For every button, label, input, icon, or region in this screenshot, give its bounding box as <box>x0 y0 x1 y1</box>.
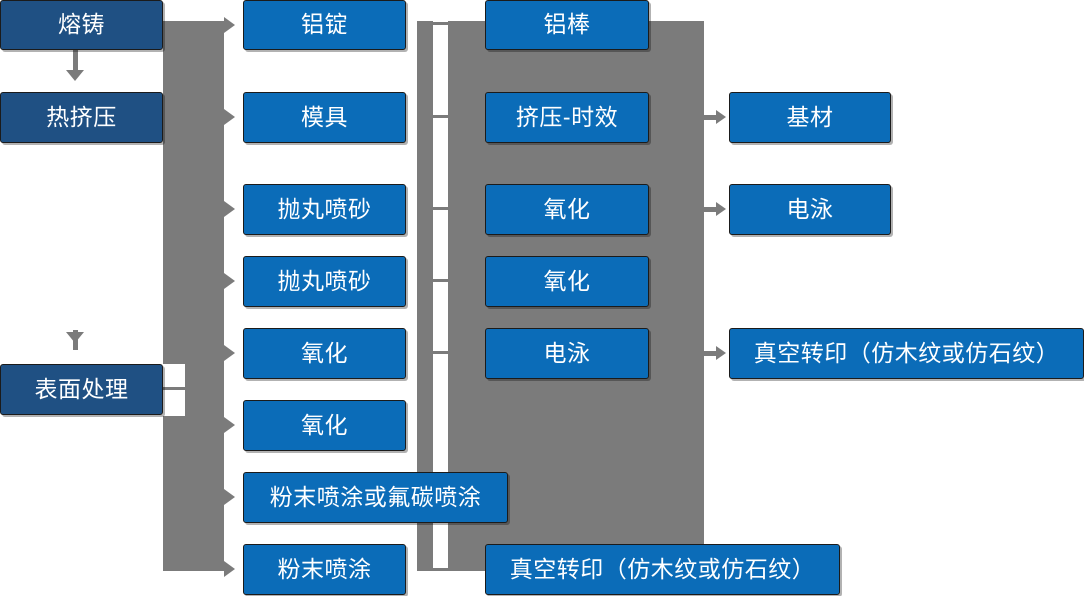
material-box-powder-or-fluorocarbon[interactable]: 粉末喷涂或氟碳喷涂 <box>243 472 508 523</box>
stage-box-melt-cast[interactable]: 熔铸 <box>0 0 163 50</box>
left-connector-notch <box>163 364 185 416</box>
fanout-arrow-icon-1 <box>224 17 235 33</box>
bar-tie-line-4 <box>433 279 449 282</box>
fanout-arrow-icon-4 <box>224 273 235 289</box>
material-box-oxidation-1[interactable]: 氧化 <box>243 328 406 379</box>
output-box-electrophoresis[interactable]: 电泳 <box>729 184 891 235</box>
output-arrow-stem-3 <box>704 351 718 356</box>
process-box-electrophoresis[interactable]: 电泳 <box>485 328 649 379</box>
bar-tie-line-6 <box>433 568 449 571</box>
material-box-die[interactable]: 模具 <box>243 92 406 143</box>
bar-tie-line-3 <box>433 207 449 210</box>
material-box-aluminum-ingot[interactable]: 铝锭 <box>243 0 406 50</box>
stage-box-hot-extrusion[interactable]: 热挤压 <box>0 92 163 143</box>
fanout-arrow-icon-6 <box>224 417 235 433</box>
melt-cast-down-stem <box>73 50 78 72</box>
surface-treatment-down-arrow-icon <box>66 332 84 343</box>
process-box-aluminum-bar[interactable]: 铝棒 <box>485 0 649 50</box>
process-box-extrusion-aging[interactable]: 挤压-时效 <box>485 92 649 143</box>
material-box-shot-blasting-1[interactable]: 抛丸喷砂 <box>243 184 406 235</box>
process-box-vacuum-transfer[interactable]: 真空转印（仿木纹或仿石纹） <box>485 544 840 595</box>
middle-narrow-connector-bar <box>417 21 433 571</box>
fanout-arrow-icon-7 <box>224 489 235 505</box>
melt-cast-down-arrow-icon <box>66 70 84 81</box>
output-arrow-icon-1 <box>716 110 726 124</box>
output-arrow-icon-3 <box>716 346 726 360</box>
fanout-arrow-icon-5 <box>224 345 235 361</box>
fanout-arrow-icon-2 <box>224 109 235 125</box>
output-arrow-stem-1 <box>704 115 718 120</box>
output-box-vacuum-transfer[interactable]: 真空转印（仿木纹或仿石纹） <box>729 328 1084 379</box>
surface-treatment-link-line <box>163 387 187 390</box>
stage-box-surface-treatment[interactable]: 表面处理 <box>0 364 163 415</box>
bar-tie-line-2 <box>433 115 449 118</box>
process-box-oxidation-2[interactable]: 氧化 <box>485 256 649 307</box>
bar-tie-line-1 <box>433 22 449 25</box>
material-box-shot-blasting-2[interactable]: 抛丸喷砂 <box>243 256 406 307</box>
output-box-base-material[interactable]: 基材 <box>729 92 891 143</box>
process-box-oxidation-1[interactable]: 氧化 <box>485 184 649 235</box>
fanout-arrow-icon-3 <box>224 201 235 217</box>
output-arrow-icon-2 <box>716 202 726 216</box>
bar-tie-line-5 <box>433 351 449 354</box>
output-arrow-stem-2 <box>704 207 718 212</box>
left-connector-block <box>163 21 224 571</box>
material-box-oxidation-2[interactable]: 氧化 <box>243 400 406 451</box>
material-box-powder-coating[interactable]: 粉末喷涂 <box>243 544 406 595</box>
fanout-arrow-icon-8 <box>224 561 235 577</box>
